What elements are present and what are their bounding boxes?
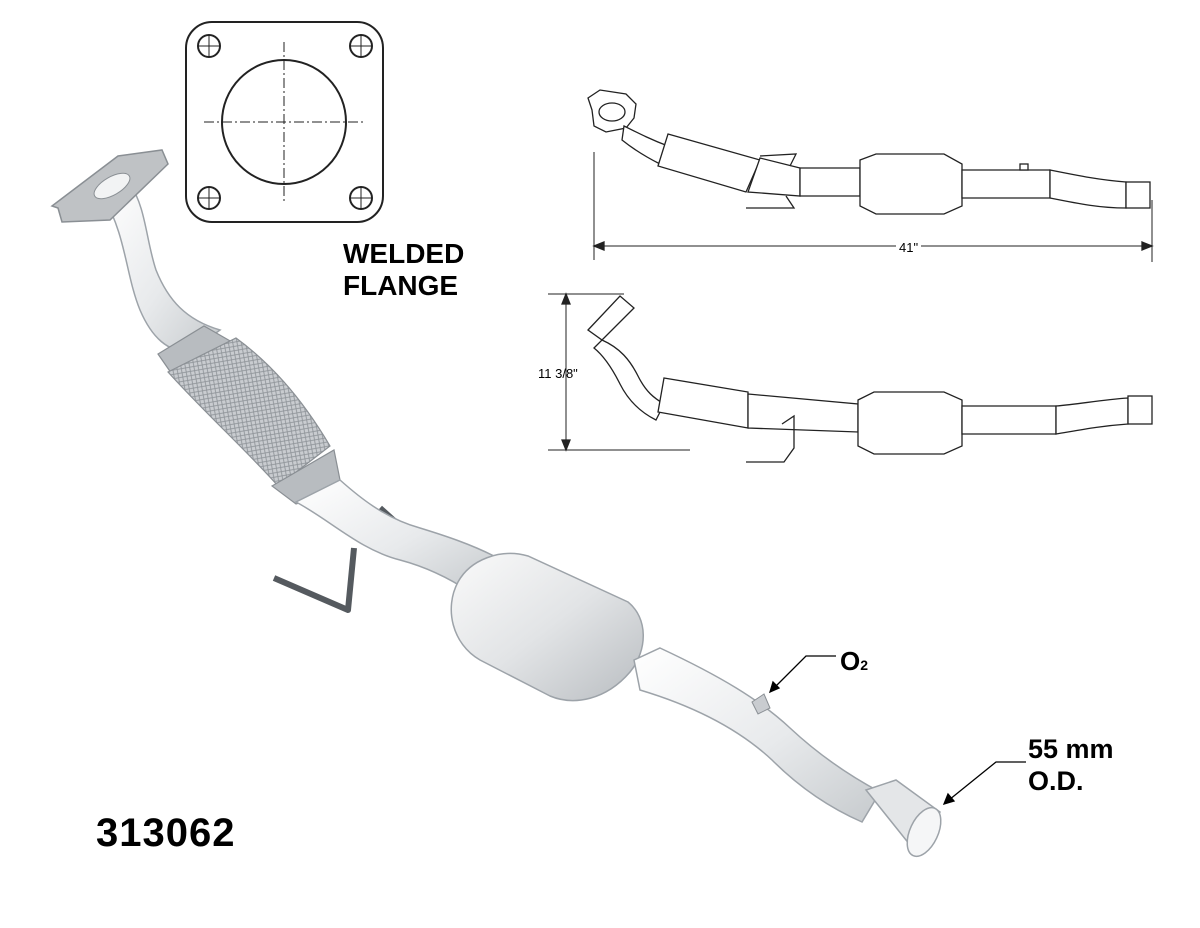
part-number: 313062 <box>96 811 236 855</box>
welded-flange-detail <box>185 20 384 224</box>
flange-label-line2: FLANGE <box>343 270 459 301</box>
o2-label-subscript: 2 <box>860 657 869 673</box>
converter-body <box>450 552 644 702</box>
leader-lines <box>768 655 1026 806</box>
catalytic-converter-render <box>50 149 942 858</box>
overall-height-dimension: 11 3/8" <box>538 366 578 381</box>
overall-length-dimension: 41" <box>896 240 922 255</box>
outlet-opening <box>906 806 942 858</box>
welded-flange-label: WELDED FLANGE <box>343 238 464 302</box>
flex-section <box>167 337 331 487</box>
outlet-size-line2: O.D. <box>1028 766 1084 796</box>
flange-label-line1: WELDED <box>343 238 465 269</box>
outlet-size-label: 55 mm O.D. <box>1028 733 1114 797</box>
top-view-drawing <box>587 89 1154 262</box>
side-view-drawing <box>548 292 1153 463</box>
o2-label-text: O <box>840 646 861 676</box>
outlet-size-line1: 55 mm <box>1028 734 1114 764</box>
o2-sensor-label: O2 <box>840 646 868 677</box>
